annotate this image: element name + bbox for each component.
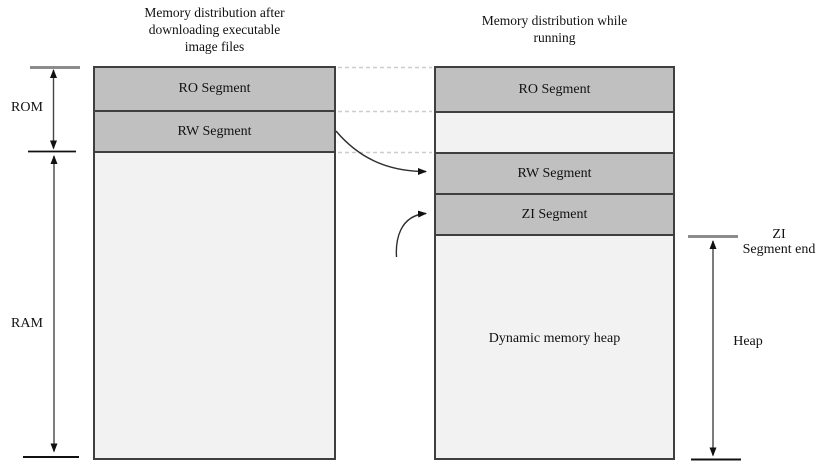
left-panel-title: Memory distribution after downloading ex…: [144, 5, 285, 54]
left-unused-ram-area: [95, 153, 334, 458]
right-memory-column: RO Segment RW Segment ZI Segment Dynamic…: [434, 66, 675, 460]
rom-label: ROM: [11, 100, 43, 115]
left-rw-segment: RW Segment: [95, 112, 334, 153]
right-dynamic-heap-area: Dynamic memory heap: [436, 236, 673, 458]
ram-label: RAM: [11, 316, 43, 331]
right-ro-segment-label: RO Segment: [518, 81, 591, 97]
right-zi-segment: ZI Segment: [436, 195, 673, 236]
right-ro-segment: RO Segment: [436, 68, 673, 113]
left-memory-column: RO Segment RW Segment: [93, 66, 336, 460]
right-zi-segment-label: ZI Segment: [521, 206, 588, 222]
right-empty-gap: [436, 113, 673, 154]
zi-creation-arrow: [395, 210, 427, 258]
right-rw-segment: RW Segment: [436, 154, 673, 195]
left-ro-segment-label: RO Segment: [178, 81, 251, 96]
right-panel-title: Memory distribution while running: [481, 13, 628, 45]
zi-segment-end-label: ZI Segment end: [742, 227, 816, 257]
left-rw-segment-label: RW Segment: [177, 123, 252, 139]
rw-relocation-arrow: [335, 130, 427, 175]
heap-label: Heap: [733, 334, 763, 349]
dynamic-heap-label: Dynamic memory heap: [488, 331, 621, 346]
left-ro-segment: RO Segment: [95, 68, 334, 112]
right-rw-segment-label: RW Segment: [517, 165, 592, 181]
